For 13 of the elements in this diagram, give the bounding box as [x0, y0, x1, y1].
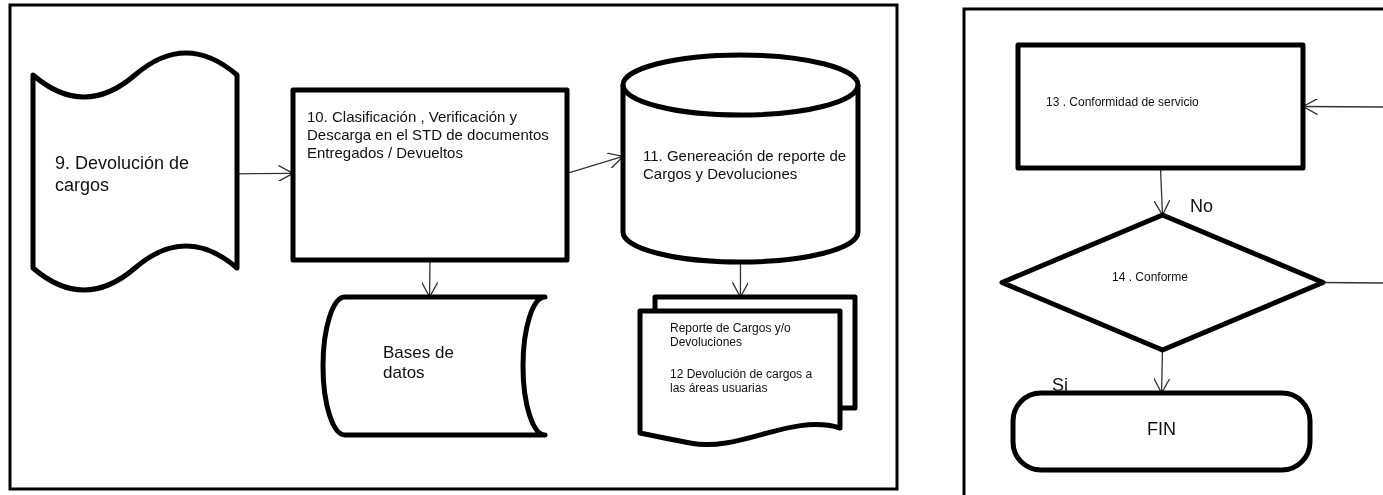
node-text: FIN: [1146, 419, 1177, 441]
node-text: Bases de datos: [383, 343, 455, 384]
node-text: 13 . Conformidad de servicio: [1046, 95, 1200, 110]
node-text: 11. Genereación de reporte de Cargos y Devoluciones: [643, 147, 848, 183]
arrow: [731, 261, 750, 298]
node-text: Reporte de Cargos y/o Devoluciones: [670, 321, 792, 350]
arrow: [1153, 349, 1171, 394]
branch-label: No: [1190, 196, 1213, 217]
node-text: 9. Devolución de cargos: [55, 153, 191, 197]
node-text: 12 Devolución de cargos a las áreas usuarias: [670, 367, 814, 396]
branch-label: Si: [1052, 375, 1068, 396]
node-text: 10. Clasificación , Verificación y Descarga en el STD de documentos Entregados / Devueltos: [307, 108, 550, 162]
node-text: 14 . Conforme: [1112, 270, 1190, 285]
